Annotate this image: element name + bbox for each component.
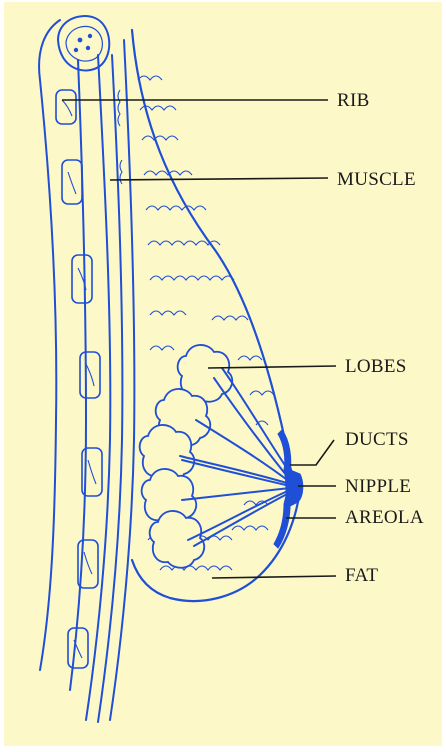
label-nipple: NIPPLE [345, 477, 411, 496]
top-rib [58, 16, 109, 70]
fat-leader-line [212, 576, 336, 578]
label-fat: FAT [345, 566, 378, 585]
label-rib: RIB [337, 91, 370, 110]
lobes [140, 345, 233, 568]
label-lobes: LOBES [345, 357, 407, 376]
label-areola: AREOLA [345, 508, 424, 527]
label-muscle: MUSCLE [337, 170, 416, 189]
ducts-leader-line [290, 440, 334, 465]
muscle-leader-line [110, 178, 328, 180]
rib-segments [56, 90, 102, 668]
label-ducts: DUCTS [345, 430, 409, 449]
